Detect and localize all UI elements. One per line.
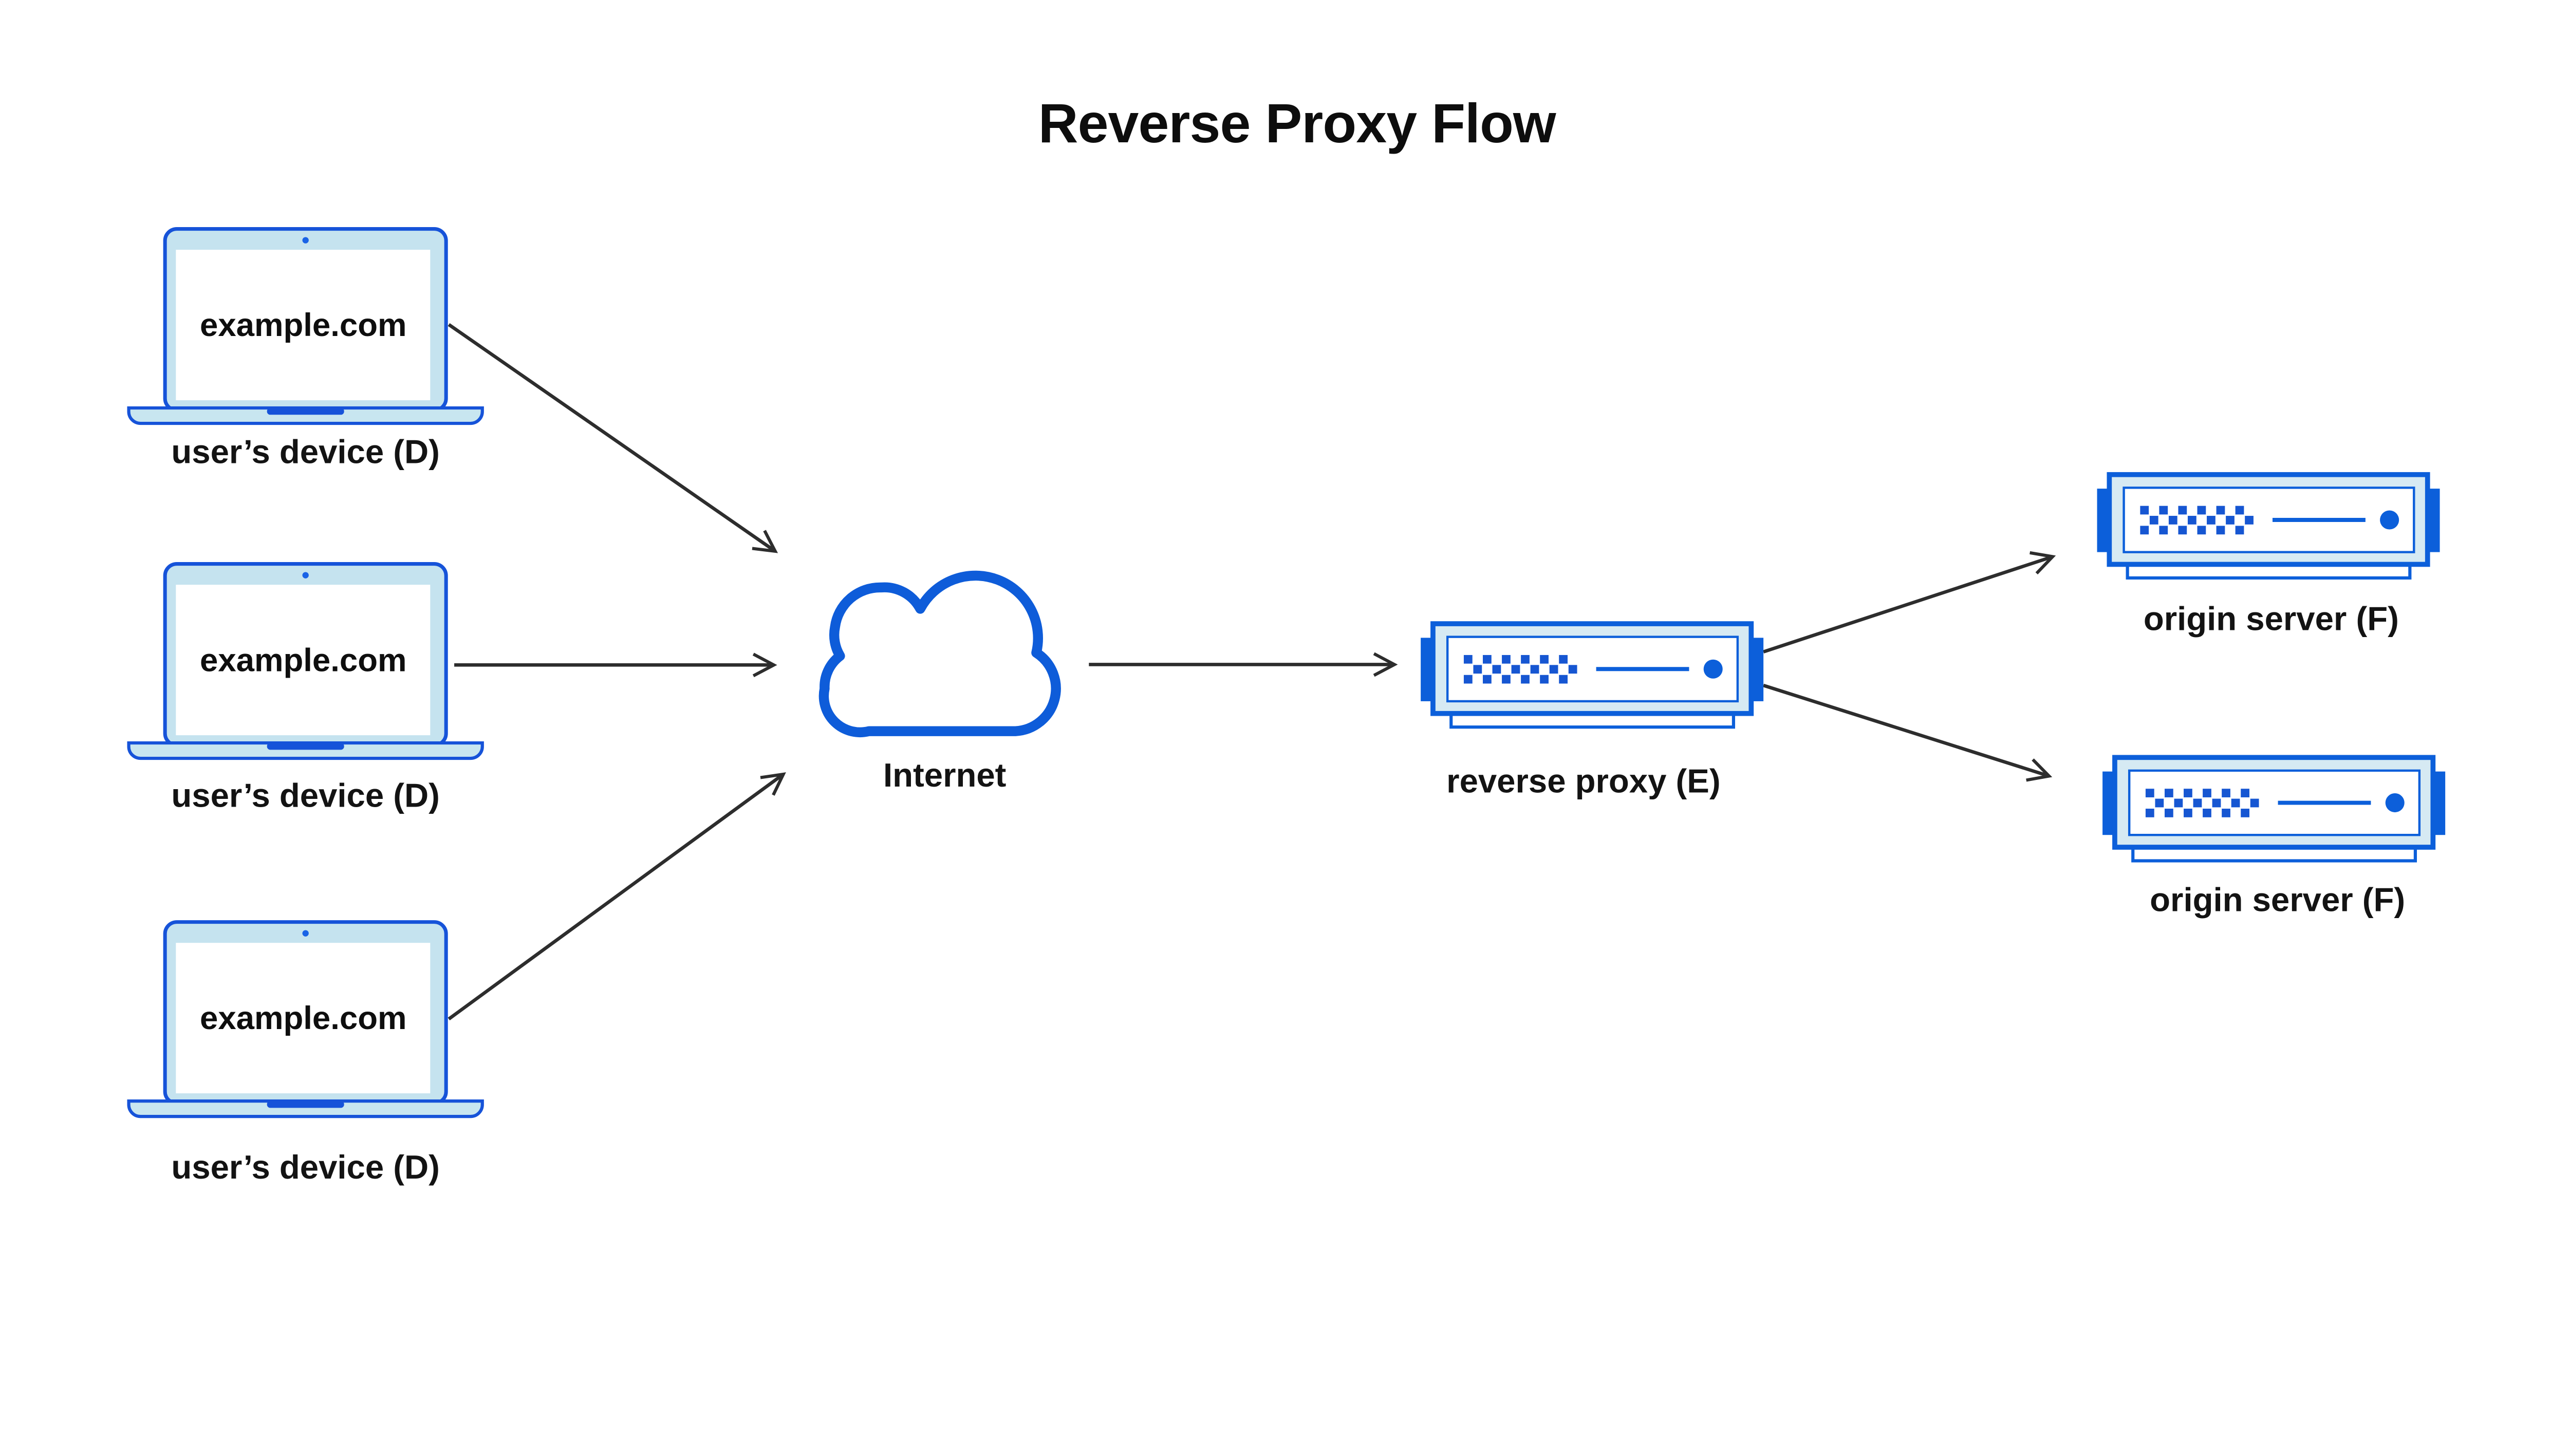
page-title: Reverse Proxy Flow [1038, 92, 1556, 154]
device1-screen-text: example.com [200, 307, 406, 343]
node-origin-server-1: origin server (F) [2097, 475, 2440, 637]
internet-label: Internet [883, 756, 1006, 794]
node-user-device-3: example.com user’s device (D) [129, 922, 482, 1186]
arrow-device1-to-internet [448, 323, 778, 553]
node-user-device-2: example.com user’s device (D) [129, 564, 482, 814]
arrow-proxy-to-origin1 [1763, 551, 2056, 654]
origin1-label: origin server (F) [2144, 600, 2399, 637]
origin2-label: origin server (F) [2150, 881, 2405, 918]
flow-arrows [448, 323, 2056, 1021]
device1-label: user’s device (D) [171, 433, 439, 471]
device3-screen-text: example.com [200, 1000, 406, 1036]
reverse-proxy-flow-diagram: Reverse Proxy Flow example.com user’s de… [127, 92, 2448, 1186]
diagram-canvas: Reverse Proxy Flow example.com user’s de… [127, 92, 2448, 1186]
cloud-icon [818, 570, 1061, 737]
server-icon [2102, 757, 2445, 861]
node-origin-server-2: origin server (F) [2102, 757, 2445, 918]
device2-screen-text: example.com [200, 642, 406, 679]
server-icon [1421, 624, 1763, 727]
node-reverse-proxy: reverse proxy (E) [1421, 624, 1763, 799]
reverse-proxy-label: reverse proxy (E) [1446, 762, 1720, 799]
arrow-device3-to-internet [448, 772, 786, 1021]
arrow-proxy-to-origin2 [1763, 683, 2053, 782]
node-internet: Internet [818, 570, 1061, 794]
server-icon [2097, 475, 2440, 578]
device2-label: user’s device (D) [171, 776, 439, 814]
node-user-device-1: example.com user’s device (D) [129, 229, 482, 471]
device3-label: user’s device (D) [171, 1148, 439, 1186]
